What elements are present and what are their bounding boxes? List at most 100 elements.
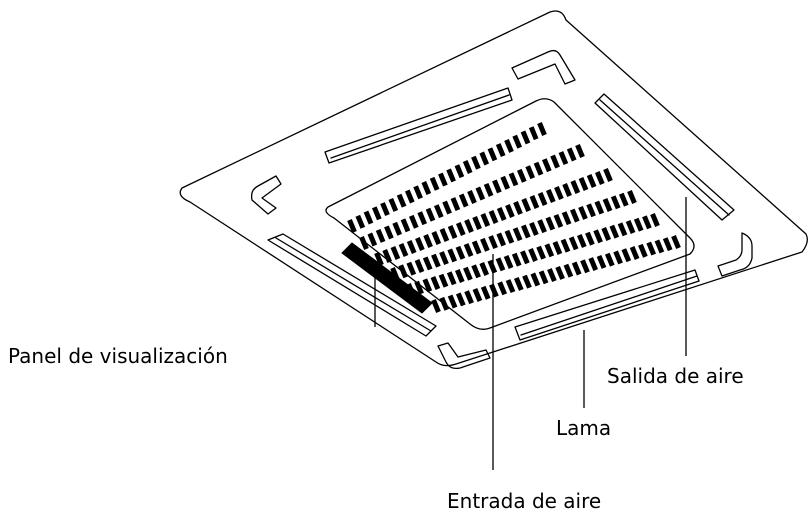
outlet-slot-top — [324, 87, 513, 164]
grille-bar — [594, 200, 605, 215]
label-air-outlet: Salida de aire — [607, 364, 744, 388]
grille-bar — [520, 250, 530, 265]
grille-bar — [471, 155, 481, 170]
grille-bar — [462, 160, 473, 174]
grille-bar — [471, 240, 482, 255]
corner-bracket-right — [717, 232, 753, 277]
grille-bar — [390, 246, 401, 260]
grille-bar — [414, 280, 424, 295]
grille-bar — [596, 254, 607, 269]
grille-bar — [467, 190, 477, 204]
grille-bar — [520, 224, 531, 239]
grille-bar — [488, 235, 498, 250]
grille-bar — [475, 186, 486, 201]
inner-grille-frame — [325, 98, 695, 330]
grille-bar — [550, 154, 560, 169]
outlet-slot-right — [594, 93, 735, 221]
grille-bar — [588, 257, 599, 272]
air-inlet-grille — [347, 122, 681, 313]
grille-bar — [613, 250, 623, 265]
grille-bar — [492, 179, 502, 194]
grille-bar — [654, 239, 665, 254]
grille-bar — [495, 143, 506, 158]
grille-bar — [520, 130, 531, 145]
grille-bar — [503, 255, 514, 269]
grille-bar — [521, 198, 532, 212]
grille-bar — [558, 151, 569, 166]
grille-bar — [422, 256, 433, 271]
grille-bar — [371, 206, 382, 221]
grille-bar — [513, 276, 524, 291]
grille-bar — [563, 263, 574, 278]
grille-bar — [406, 261, 417, 276]
grille-bar — [505, 279, 516, 294]
grille-bar — [545, 216, 556, 231]
grille-bar — [536, 245, 546, 260]
grille-bar — [504, 138, 514, 153]
label-louver: Lama — [556, 416, 612, 440]
grille-bar — [438, 273, 449, 288]
grille-bar — [528, 126, 539, 141]
grille-bar — [642, 215, 652, 230]
grille-bar — [479, 262, 490, 276]
grille-bar — [446, 168, 456, 183]
grille-bar — [617, 222, 628, 237]
grille-bar — [431, 231, 442, 245]
grille-bar — [561, 211, 572, 226]
grille-bar — [562, 183, 572, 197]
grille-bar — [458, 193, 469, 208]
grille-bar — [396, 193, 407, 208]
grille-bar — [610, 195, 621, 210]
grille-bar — [537, 192, 548, 206]
grille-bar — [570, 180, 581, 194]
grille-bar — [347, 219, 357, 233]
grille-bar — [384, 225, 394, 240]
grille-bar — [431, 253, 441, 268]
label-display-panel: Panel de visualización — [8, 344, 228, 368]
grille-bar — [621, 248, 632, 263]
grille-bar — [438, 172, 448, 187]
grille-bar — [511, 252, 522, 267]
grille-bar — [375, 228, 386, 243]
grille-bar — [604, 252, 615, 267]
grille-bar — [487, 147, 498, 162]
grille-bar — [516, 168, 527, 183]
grille-bar — [618, 192, 629, 207]
grille-bar — [538, 270, 549, 285]
grille-bar — [497, 281, 508, 296]
grille-bar — [609, 224, 620, 239]
grille-bar — [414, 259, 425, 273]
grille-bar — [580, 259, 590, 274]
grille-bar — [566, 147, 577, 162]
label-air-inlet: Entrada de aire — [447, 489, 602, 513]
grille-bar — [646, 241, 657, 256]
corner-bracket-bottom — [437, 342, 491, 370]
grille-bar — [363, 210, 374, 225]
grille-bar — [471, 264, 481, 279]
grille-bar — [455, 245, 466, 260]
grille-bar — [446, 271, 457, 286]
grille-bar — [439, 296, 450, 311]
grille-bar — [578, 177, 589, 191]
grille-bar — [431, 299, 441, 313]
grille-bar — [529, 221, 539, 236]
grille-bar — [554, 186, 564, 200]
grille-bar — [601, 227, 612, 241]
grille-bar — [525, 165, 536, 180]
grille-bar — [406, 240, 417, 254]
grille-bar — [483, 182, 494, 197]
grille-bar — [522, 274, 532, 289]
grille-bar — [627, 190, 637, 204]
grille-bar — [568, 236, 579, 251]
grille-bar — [576, 234, 587, 248]
grille-bar — [450, 197, 461, 212]
grille-bar — [671, 235, 681, 249]
grille-bar — [480, 237, 490, 252]
grille-bar — [638, 243, 648, 258]
grille-bar — [512, 134, 523, 149]
grille-bar — [433, 204, 444, 219]
display-panel-bar — [341, 242, 433, 314]
grille-bar — [480, 213, 491, 227]
grille-bar — [404, 189, 415, 204]
